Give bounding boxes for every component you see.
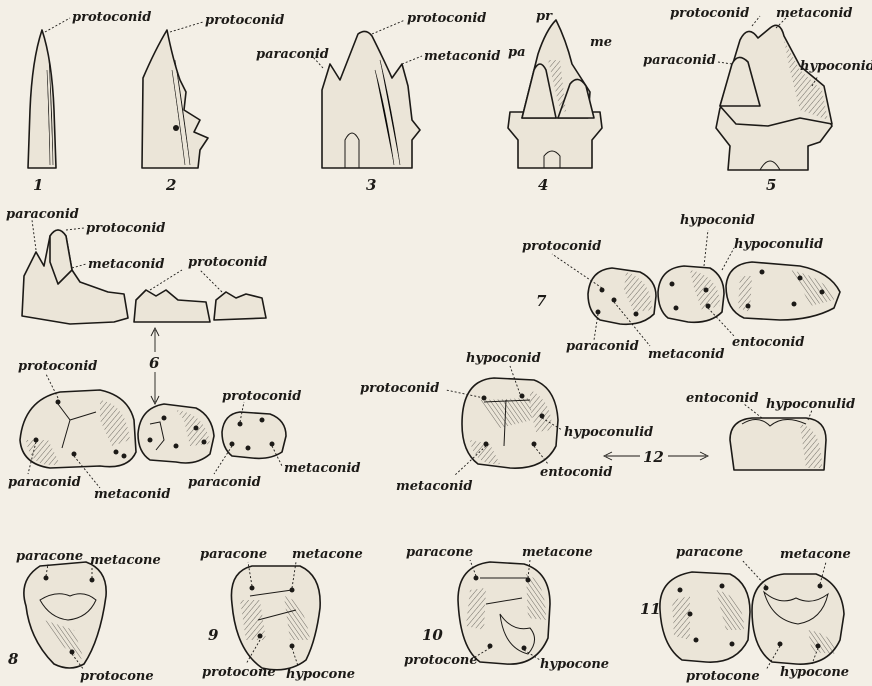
figure-9-number: 9	[208, 626, 219, 644]
figure-8-label-paracone: paracone	[16, 549, 83, 564]
figure-7-label-hypoconulid: hypoconulid	[734, 237, 823, 252]
figure-7-label-hypoconid: hypoconid	[680, 213, 755, 228]
figure-5-number: 5	[766, 176, 776, 194]
figure-3-tooth	[322, 31, 420, 168]
figure-9-label-hypocone: hypocone	[286, 667, 355, 682]
figure-7-label-metaconid: metaconid	[648, 347, 725, 362]
figure-4-root	[508, 112, 602, 168]
figure-12-label-hypoconid: hypoconid	[466, 351, 541, 366]
figure-2-label-protoconid: protoconid	[205, 13, 284, 28]
figure-5-label-protoconid: protoconid	[670, 6, 749, 21]
figure-6-lateral-molar-3	[214, 292, 266, 320]
figure-12-label-entoconid-lateral: entoconid	[686, 391, 758, 406]
figure-10-label-paracone: paracone	[406, 545, 473, 560]
figure-6-lateral-molar-2	[134, 290, 210, 322]
figure-6-lateral-molar-1	[22, 230, 128, 324]
figure-10-label-metacone: metacone	[522, 545, 593, 560]
figure-5-label-paraconid: paraconid	[643, 53, 716, 68]
figure-10: paracone metacone protocone hypocone 10	[404, 545, 609, 672]
figure-8: paracone metacone protocone 8	[8, 549, 161, 684]
figure-1-label-protoconid: protoconid	[72, 10, 151, 25]
figure-12: hypoconid protoconid hypoconulid metacon…	[360, 351, 855, 494]
figure-6-label-protoconid-occlusal: protoconid	[18, 359, 97, 374]
figure-12-number: 12	[643, 448, 664, 466]
figure-1-number: 1	[33, 176, 43, 194]
figure-3-label-protoconid: protoconid	[407, 11, 486, 26]
figure-7: hypoconid hypoconulid protoconid paracon…	[522, 213, 840, 362]
figure-8-tooth	[24, 562, 106, 668]
figure-9: paracone metacone protocone hypocone 9	[200, 547, 363, 682]
figure-9-label-metacone: metacone	[292, 547, 363, 562]
figure-11-label-protocone: protocone	[686, 669, 760, 684]
figure-1-tooth	[28, 30, 56, 168]
figure-4-label-me: me	[590, 35, 612, 50]
figure-11-number: 11	[640, 600, 661, 618]
figure-7-label-paraconid: paraconid	[566, 339, 639, 354]
figure-7-number: 7	[536, 292, 547, 310]
figure-7-label-entoconid: entoconid	[732, 335, 804, 350]
figure-2-tooth	[142, 30, 208, 168]
figure-6-label-paraconid-occlusal: paraconid	[8, 475, 81, 490]
figure-7-label-protoconid: protoconid	[522, 239, 601, 254]
figure-5-label-hypoconid: hypoconid	[800, 59, 872, 74]
figure-6: paraconid protoconid metaconid protoconi…	[6, 207, 361, 502]
figure-6-label-metaconid-lateral: metaconid	[88, 257, 165, 272]
figure-4-label-pa: pa	[508, 45, 526, 60]
figure-8-number: 8	[8, 650, 19, 668]
figure-3-label-metaconid: metaconid	[424, 49, 501, 64]
figure-9-label-protocone: protocone	[202, 665, 276, 680]
figure-11-label-hypocone: hypocone	[780, 665, 849, 680]
figure-6-number: 6	[149, 354, 160, 372]
figure-11-label-metacone: metacone	[780, 547, 851, 562]
figure-10-label-protocone: protocone	[404, 653, 478, 668]
figure-6-label-metaconid-occlusal: metaconid	[94, 487, 171, 502]
figure-3: protoconid paraconid metaconid 3	[256, 11, 501, 194]
figure-11-label-paracone: paracone	[676, 545, 743, 560]
figure-3-number: 3	[366, 176, 376, 194]
figure-9-label-paracone: paracone	[200, 547, 267, 562]
figure-6-occlusal-molar-3	[222, 412, 286, 458]
figure-6-label-protoconid-lateral: protoconid	[86, 221, 165, 236]
figure-1: protoconid 1	[28, 10, 151, 194]
figure-4: pr pa me 4	[508, 9, 612, 194]
figure-6-label-paraconid-occlusal-3: paraconid	[188, 475, 261, 490]
figure-5: protoconid metaconid paraconid hypoconid…	[643, 6, 872, 194]
figure-12-label-entoconid: entoconid	[540, 465, 612, 480]
figure-12-label-metaconid: metaconid	[396, 479, 473, 494]
figure-8-label-metacone: metacone	[90, 553, 161, 568]
figure-6-label-protoconid-lateral-2: protoconid	[188, 255, 267, 270]
figure-6-label-metaconid-occlusal-3: metaconid	[284, 461, 361, 476]
figure-6-label-paraconid-lateral: paraconid	[6, 207, 79, 222]
figure-6-label-protoconid-occlusal-3: protoconid	[222, 389, 301, 404]
figure-11: paracone metacone protocone hypocone 11	[640, 545, 851, 684]
figure-3-label-paraconid: paraconid	[256, 47, 329, 62]
figure-12-label-hypoconulid: hypoconulid	[564, 425, 653, 440]
figure-4-label-pr: pr	[536, 9, 553, 24]
figure-12-label-protoconid: protoconid	[360, 381, 439, 396]
figure-10-label-hypocone: hypocone	[540, 657, 609, 672]
figure-2-number: 2	[165, 176, 176, 194]
figure-4-number: 4	[538, 176, 548, 194]
figure-5-label-metaconid: metaconid	[776, 6, 853, 21]
figure-2: protoconid 2	[142, 13, 284, 194]
figure-8-label-protocone: protocone	[80, 669, 154, 684]
figure-10-number: 10	[422, 626, 443, 644]
figure-12-label-hypoconulid-lateral: hypoconulid	[766, 397, 855, 412]
